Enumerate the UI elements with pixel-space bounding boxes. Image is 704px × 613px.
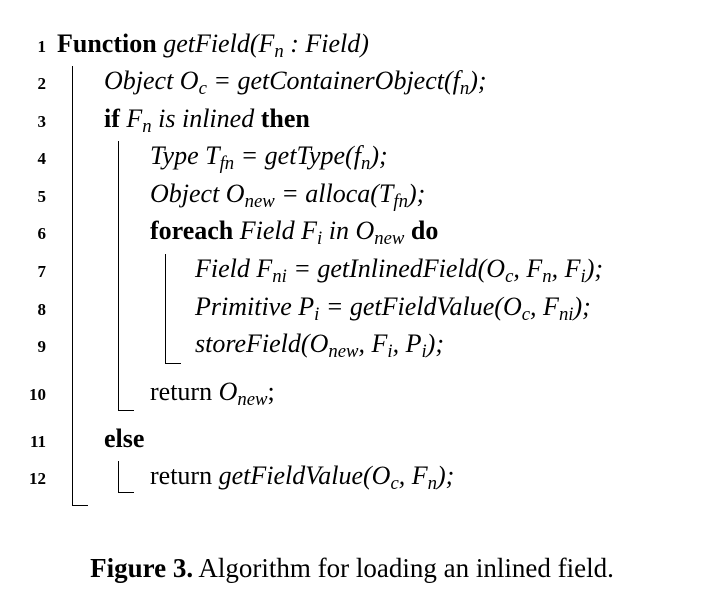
figure-label: Figure 3. (90, 553, 194, 583)
keyword-else: else (104, 424, 145, 453)
line-number: 11 (29, 432, 46, 451)
keyword-if: if (104, 104, 120, 133)
line-number: 6 (37, 224, 47, 243)
line-number: 1 (37, 37, 47, 56)
keyword-foreach: foreach (150, 216, 234, 245)
keyword-then: then (260, 104, 310, 133)
keyword-do: do (410, 216, 439, 245)
line-number: 3 (37, 112, 47, 131)
keyword-function: Function (57, 29, 157, 58)
foreach-block-end (165, 363, 181, 364)
function-block-end (72, 505, 88, 506)
line-number: 2 (37, 74, 47, 93)
line-number: 10 (29, 385, 46, 404)
keyword-return: return (150, 377, 219, 406)
figure-caption: Figure 3. Algorithm for loading an inlin… (0, 552, 704, 584)
else-block-bar (118, 461, 119, 493)
if-block-bar (118, 141, 119, 411)
keyword-return: return (150, 461, 219, 490)
line-number: 5 (37, 187, 47, 206)
line-number: 8 (37, 300, 47, 319)
foreach-block-bar (165, 254, 166, 364)
caption-text: Algorithm for loading an inlined field. (193, 553, 614, 583)
line-number: 4 (37, 149, 47, 168)
if-block-end (118, 410, 134, 411)
line-number: 12 (29, 469, 46, 488)
else-block-end (118, 492, 134, 493)
line-number: 9 (37, 337, 47, 356)
function-block-bar (72, 66, 73, 506)
line-number: 7 (37, 262, 47, 281)
